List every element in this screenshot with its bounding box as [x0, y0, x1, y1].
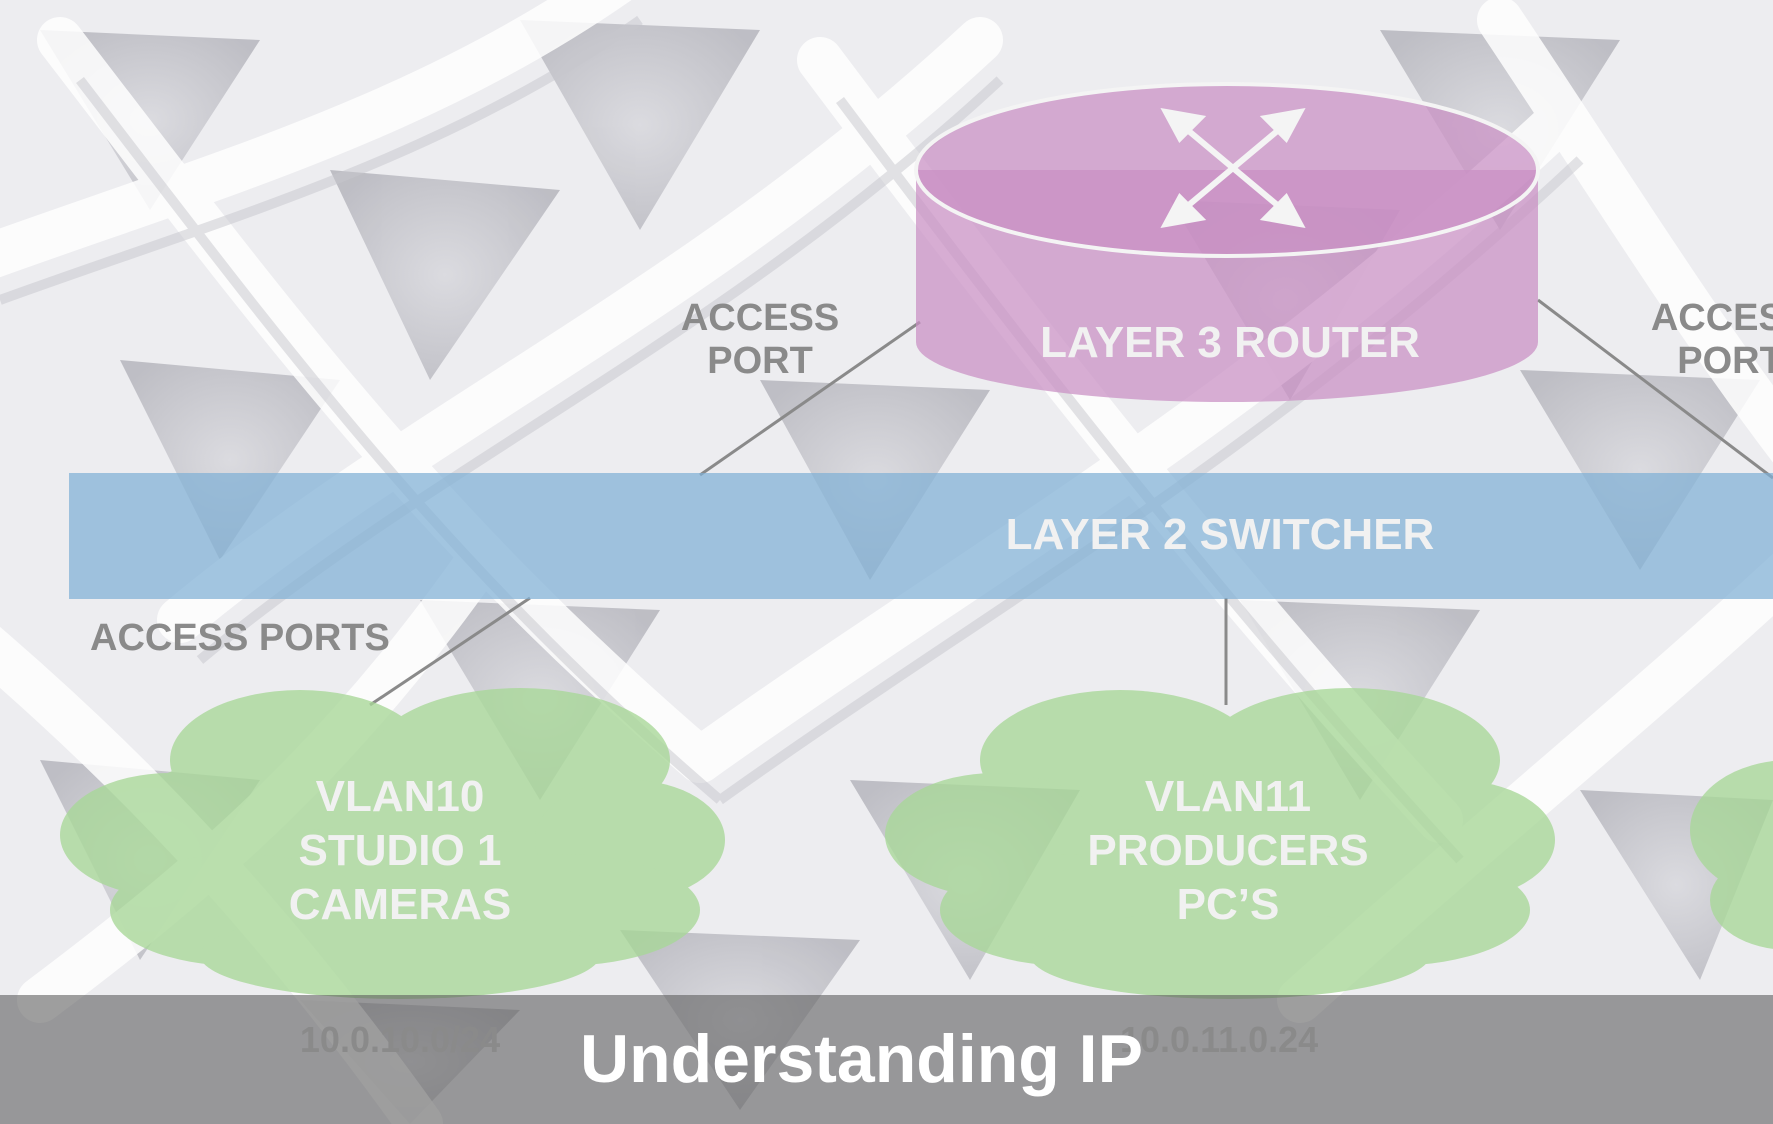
vlan10-desc-line1: STUDIO 1	[298, 826, 502, 876]
access-port-label-left: ACCESS PORT	[660, 297, 860, 382]
access-port-right-line2: PORT	[1677, 339, 1773, 382]
access-port-right-line1: ACCESS	[1650, 297, 1773, 339]
vlan10-connector	[369, 596, 531, 707]
vlan11-desc-line2: PC’S	[1176, 880, 1280, 930]
access-port-left-line2: PORT	[707, 339, 813, 382]
router-left-connector	[699, 320, 921, 477]
vlan-partial-cloud	[1690, 761, 1773, 949]
vlan11-label: VLAN11 PRODUCERS PC’S	[1028, 770, 1428, 932]
vlan10-label: VLAN10 STUDIO 1 CAMERAS	[200, 770, 600, 932]
vlan10-cloud	[60, 688, 725, 999]
page-title: Understanding IP	[580, 1021, 1143, 1097]
access-ports-label: ACCESS PORTS	[90, 617, 390, 659]
vlan10-name: VLAN10	[315, 772, 485, 821]
vlan10-subnet: 10.0.10.0/24	[299, 1019, 501, 1060]
vlan11-name: VLAN11	[1144, 772, 1312, 821]
layer3-router-label: LAYER 3 ROUTER	[1040, 318, 1420, 367]
layer2-switcher-label: LAYER 2 SWITCHER	[1005, 510, 1435, 559]
access-port-label-right: ACCESS PORT	[1630, 297, 1773, 382]
vlan11-cloud	[885, 688, 1555, 999]
layer2-switcher-bar	[69, 473, 1773, 599]
vlan10-desc-line2: CAMERAS	[288, 880, 512, 930]
crossing-arrows-icon	[1160, 107, 1306, 229]
vlan11-subnet: 10.0.11.0.24	[1120, 1019, 1319, 1060]
vlan11-desc-line1: PRODUCERS	[1087, 826, 1369, 876]
access-port-left-line1: ACCESS	[680, 297, 840, 339]
router-right-connector	[1537, 298, 1773, 480]
title-footer-bar	[0, 995, 1773, 1124]
